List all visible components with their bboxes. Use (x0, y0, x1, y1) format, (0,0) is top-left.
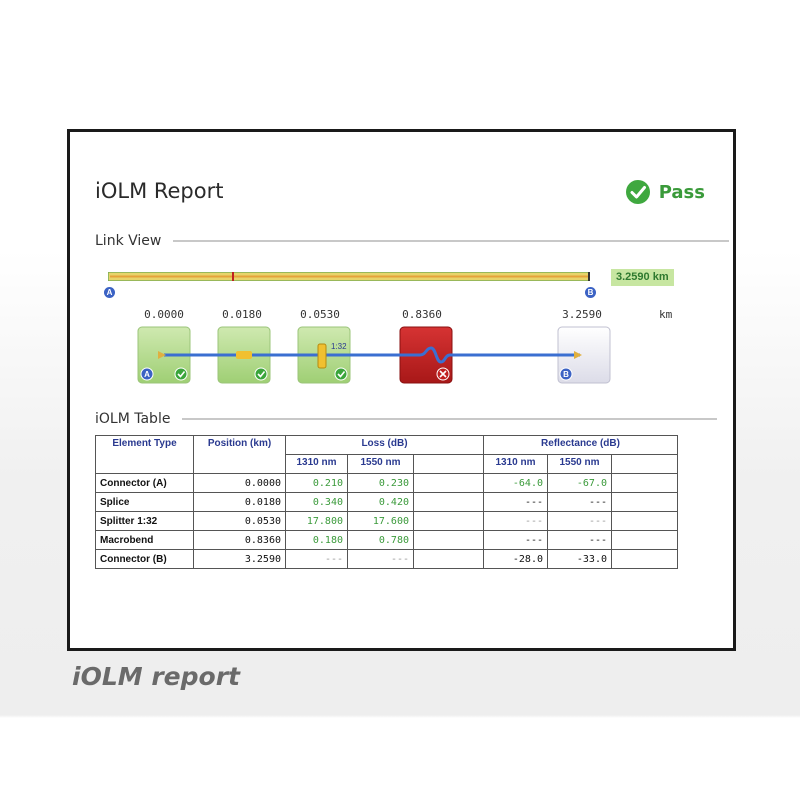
cell-element: Splice (95, 492, 194, 512)
position-label: 0.0000 (144, 308, 184, 321)
cell-loss-1310: 17.800 (285, 511, 348, 531)
iolm-table-rule (182, 418, 718, 420)
header-refl-1550: 1550 nm (547, 454, 612, 474)
table-row: Splitter 1:32 0.0530 17.800 17.600 --- -… (95, 511, 678, 531)
link-elements-diagram: A B 1:32 (137, 326, 611, 384)
table-row: Connector (A) 0.0000 0.210 0.230 -64.0 -… (95, 473, 678, 493)
position-label: 0.8360 (402, 308, 442, 321)
total-distance: 3.2590 km (611, 269, 674, 286)
cell-position: 3.2590 (193, 549, 286, 569)
header-loss-1310: 1310 nm (285, 454, 348, 474)
cell-element: Connector (B) (95, 549, 194, 569)
cell-blank (413, 511, 484, 531)
splice-glyph (236, 351, 252, 359)
table-row: Macrobend 0.8360 0.180 0.780 --- --- (95, 530, 678, 550)
cell-refl-1550: --- (547, 511, 612, 531)
cell-position: 0.8360 (193, 530, 286, 550)
cell-refl-1550: --- (547, 530, 612, 550)
cell-blank (611, 511, 678, 531)
header-loss-1550: 1550 nm (347, 454, 414, 474)
cell-blank (413, 492, 484, 512)
cell-loss-1550: --- (347, 549, 414, 569)
cell-position: 0.0530 (193, 511, 286, 531)
cell-loss-1550: 17.600 (347, 511, 414, 531)
header-reflectance: Reflectance (dB) (483, 435, 678, 455)
cell-element: Splitter 1:32 (95, 511, 194, 531)
cell-loss-1310: --- (285, 549, 348, 569)
cell-blank (611, 473, 678, 493)
position-label: 0.0530 (300, 308, 340, 321)
connector-b-glyph (574, 351, 582, 359)
cell-position: 0.0180 (193, 492, 286, 512)
marker-b: B (585, 287, 596, 298)
check-circle-icon (625, 180, 650, 204)
cell-loss-1550: 0.420 (347, 492, 414, 512)
table-row: Splice 0.0180 0.340 0.420 --- --- (95, 492, 678, 512)
cell-loss-1310: 0.180 (285, 530, 348, 550)
header-position: Position (km) (193, 435, 286, 474)
link-view-heading: Link View (95, 233, 730, 249)
cell-refl-1310: --- (483, 492, 548, 512)
cell-blank (611, 492, 678, 512)
cell-loss-1550: 0.230 (347, 473, 414, 493)
link-view-heading-text: Link View (95, 233, 162, 249)
marker-a: A (104, 287, 115, 298)
header-loss: Loss (dB) (285, 435, 484, 455)
cell-loss-1550: 0.780 (347, 530, 414, 550)
cell-refl-1550: -33.0 (547, 549, 612, 569)
cell-blank (413, 530, 484, 550)
iolm-report-panel: iOLM Report Pass Link View 3.2590 km A B… (67, 129, 736, 651)
connector-b-element[interactable]: B (557, 326, 611, 384)
position-label: 0.0180 (222, 308, 262, 321)
cell-blank (413, 473, 484, 493)
pass-status: Pass (625, 179, 705, 205)
cell-blank (611, 530, 678, 550)
cell-refl-1310: --- (483, 511, 548, 531)
svg-text:A: A (144, 370, 150, 379)
iolm-table: Element Type Position (km) Loss (dB) Ref… (95, 435, 678, 569)
cell-blank (611, 549, 678, 569)
link-view-rule (173, 240, 730, 242)
header-element-type: Element Type (95, 435, 194, 474)
cell-loss-1310: 0.210 (285, 473, 348, 493)
cell-position: 0.0000 (193, 473, 286, 493)
pass-label: Pass (658, 181, 705, 203)
cell-refl-1310: -28.0 (483, 549, 548, 569)
svg-text:B: B (563, 370, 569, 379)
cell-element: Macrobend (95, 530, 194, 550)
fiber-line (164, 346, 580, 364)
cell-loss-1310: 0.340 (285, 492, 348, 512)
cell-element: Connector (A) (95, 473, 194, 493)
cell-refl-1310: --- (483, 530, 548, 550)
cell-blank (413, 549, 484, 569)
link-distance-bar (108, 272, 590, 281)
figure-caption: iOLM report (72, 662, 240, 691)
cell-refl-1550: -67.0 (547, 473, 612, 493)
header-refl-blank (611, 454, 678, 474)
connector-a-glyph (158, 351, 166, 359)
table-row: Connector (B) 3.2590 --- --- -28.0 -33.0 (95, 549, 678, 569)
svg-text:1:32: 1:32 (331, 342, 347, 351)
splitter-glyph (317, 343, 327, 369)
report-title: iOLM Report (95, 179, 224, 203)
iolm-table-heading: iOLM Table (95, 411, 718, 427)
cell-refl-1310: -64.0 (483, 473, 548, 493)
iolm-table-heading-text: iOLM Table (95, 411, 171, 427)
cell-refl-1550: --- (547, 492, 612, 512)
header-refl-1310: 1310 nm (483, 454, 548, 474)
position-label: 3.2590 (562, 308, 602, 321)
unit-label: km (659, 308, 673, 321)
header-loss-blank (413, 454, 484, 474)
